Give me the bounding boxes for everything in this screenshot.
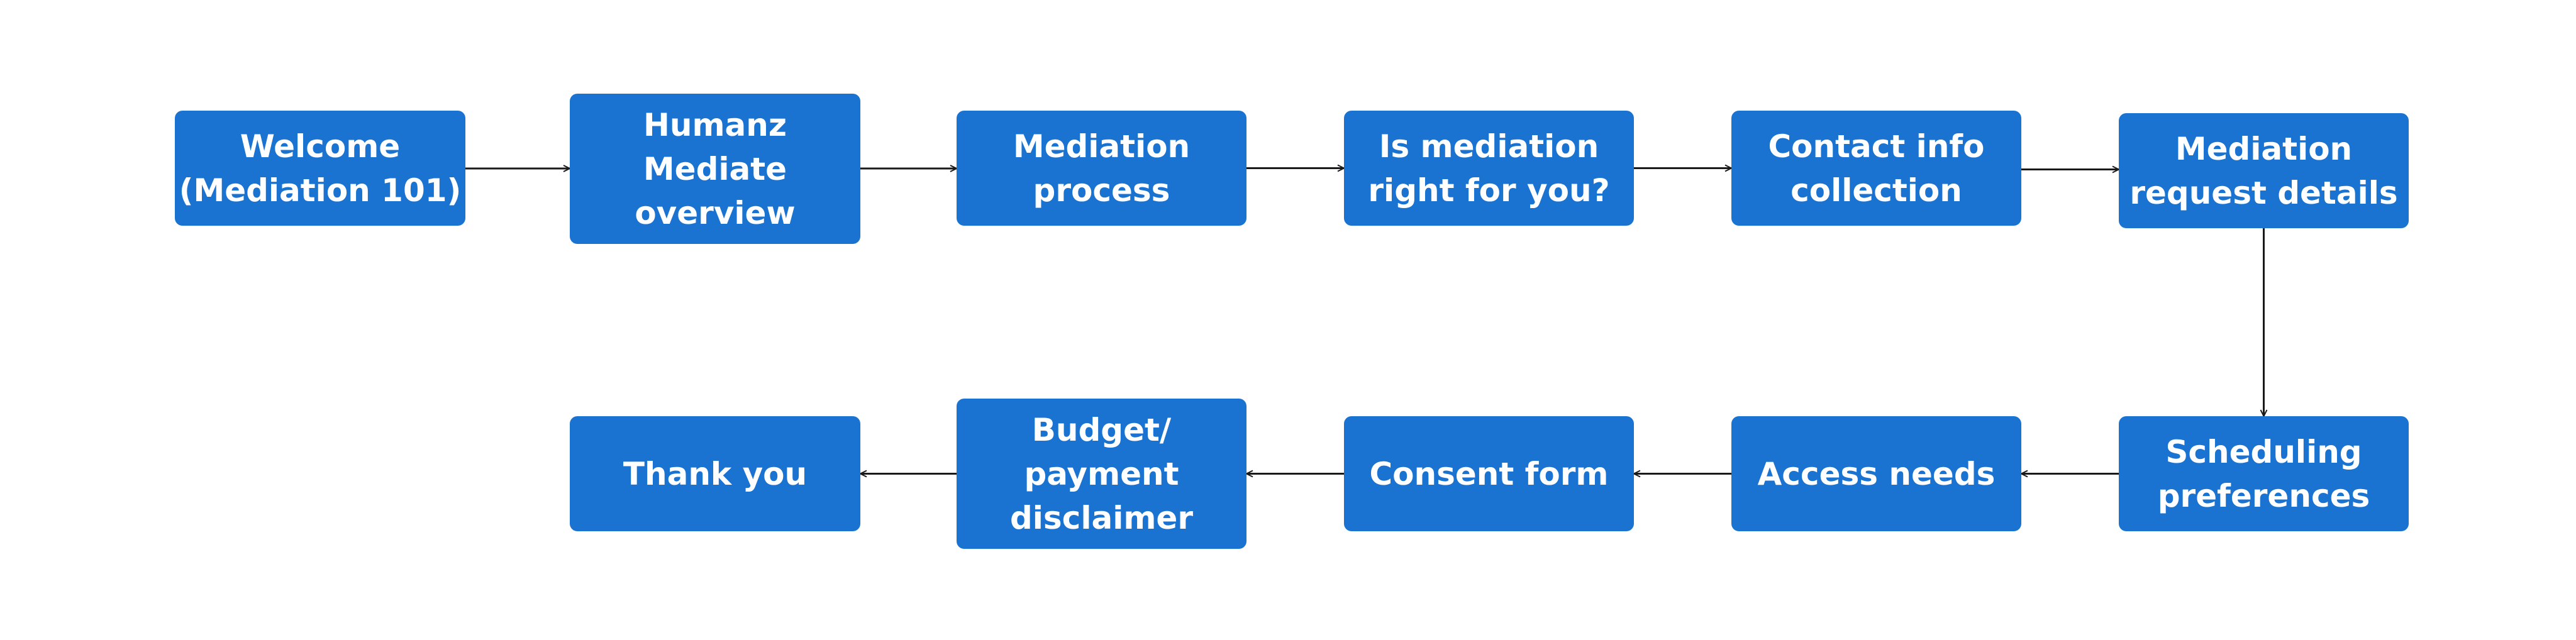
node-access-needs: Access needs — [1731, 416, 2021, 531]
node-mediation-request-details: Mediation request details — [2119, 113, 2409, 228]
node-contact-info-collection: Contact info collection — [1731, 111, 2021, 226]
node-budget-payment-disclaimer: Budget/ payment disclaimer — [957, 399, 1246, 549]
node-thank-you: Thank you — [570, 416, 860, 531]
node-mediation-process: Mediation process — [957, 111, 1246, 226]
node-scheduling-preferences: Scheduling preferences — [2119, 416, 2409, 531]
node-is-mediation-right: Is mediation right for you? — [1344, 111, 1634, 226]
node-humanz-mediate-overview: Humanz Mediate overview — [570, 94, 860, 244]
node-welcome: Welcome (Mediation 101) — [175, 111, 465, 226]
node-consent-form: Consent form — [1344, 416, 1634, 531]
